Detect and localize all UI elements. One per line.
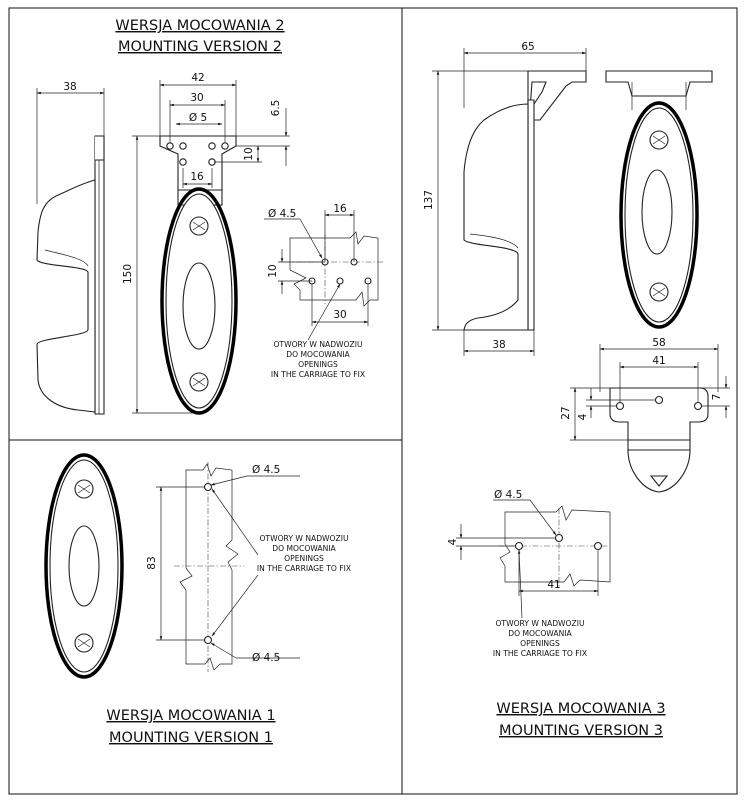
- dim-4-v3: 4: [577, 413, 589, 420]
- dim-38-v3: 38: [492, 339, 505, 351]
- v1-note-line3: OPENINGS: [284, 554, 324, 563]
- dim-137-v3: 137: [423, 190, 435, 210]
- version1-title-pl: WERSJA MOCOWANIA 1: [106, 708, 275, 724]
- dim-d5-v2: Ø 5: [189, 112, 207, 124]
- dim-16-v2: 16: [190, 171, 204, 183]
- dim-150-v2: 150: [122, 264, 134, 284]
- dim-6.5-v2: 6.5: [270, 100, 282, 117]
- dim-7-v3: 7: [711, 394, 723, 401]
- version2-front-view: 42 30 Ø 5 16 6.5 10 150: [122, 72, 290, 415]
- version3-panel: 65 137 38: [423, 41, 730, 739]
- version2-side-view: 38: [36, 81, 105, 415]
- v2-note-line2: DO MOCOWANIA: [286, 350, 350, 359]
- dim-30-v2: 30: [190, 92, 203, 104]
- dim-83-v1: 83: [146, 556, 158, 569]
- dim-d4.5-bot-v1: Ø 4.5: [252, 652, 280, 664]
- dim-4b-v3: 4: [447, 538, 459, 545]
- v1-note-line1: OTWORY W NADWOZIU: [259, 534, 348, 543]
- dim-10b-v2: 10: [267, 264, 279, 277]
- version3-front-view: [605, 70, 713, 329]
- dim-42-v2: 42: [191, 72, 204, 84]
- v3-note-line1: OTWORY W NADWOZIU: [495, 619, 584, 628]
- v1-note-line2: DO MOCOWANIA: [272, 544, 336, 553]
- dim-27-v3: 27: [560, 406, 572, 419]
- dim-38-v2: 38: [63, 81, 76, 93]
- v1-note-line4: IN THE CARRIAGE TO FIX: [257, 564, 351, 573]
- dim-30b-v2: 30: [333, 309, 346, 321]
- version2-panel: WERSJA MOCOWANIA 2 MOUNTING VERSION 2 38: [36, 18, 385, 415]
- version2-hole-pattern: 16 Ø 4.5 10 30 OTWORY W NADWOZIU DO MOCO…: [264, 203, 385, 379]
- dim-41-v3: 41: [652, 355, 665, 367]
- version3-title-en: MOUNTING VERSION 3: [499, 723, 663, 739]
- version1-panel: 83 Ø 4.5 Ø 4.5 OTWORY W NADWOZIU DO MOCO…: [44, 453, 351, 746]
- dim-16b-v2: 16: [333, 203, 347, 215]
- dim-58-v3: 58: [652, 337, 665, 349]
- v2-note-line1: OTWORY W NADWOZIU: [273, 340, 362, 349]
- dim-d4.5-top-v1: Ø 4.5: [252, 464, 280, 476]
- dim-d4.5-v2: Ø 4.5: [268, 208, 296, 220]
- version2-title-pl: WERSJA MOCOWANIA 2: [115, 18, 284, 34]
- version3-side-view: 65 137 38: [423, 41, 587, 356]
- version3-hole-pattern: 4 Ø 4.5 41 OTWORY W NADWOZIU DO MOCOWANI…: [447, 489, 611, 658]
- version3-bracket-view: 58 41 27 4 7: [560, 337, 730, 493]
- version3-title-pl: WERSJA MOCOWANIA 3: [496, 701, 665, 717]
- v2-note-line4: IN THE CARRIAGE TO FIX: [271, 370, 365, 379]
- version2-title-en: MOUNTING VERSION 2: [118, 39, 282, 55]
- v3-note-line2: DO MOCOWANIA: [508, 629, 572, 638]
- version1-front-view: [44, 453, 124, 679]
- dim-65-v3: 65: [521, 41, 534, 53]
- version1-title-en: MOUNTING VERSION 1: [109, 730, 273, 746]
- v3-note-line3: OPENINGS: [520, 639, 560, 648]
- version1-hole-pattern: 83 Ø 4.5 Ø 4.5 OTWORY W NADWOZIU DO MOCO…: [146, 462, 351, 672]
- dim-d4.5-v3: Ø 4.5: [494, 489, 522, 501]
- sheet-border: [8, 7, 738, 795]
- v2-note-line3: OPENINGS: [298, 360, 338, 369]
- dim-41b-v3: 41: [547, 579, 560, 591]
- v3-note-line4: IN THE CARRIAGE TO FIX: [493, 649, 587, 658]
- dim-10-v2: 10: [243, 147, 255, 160]
